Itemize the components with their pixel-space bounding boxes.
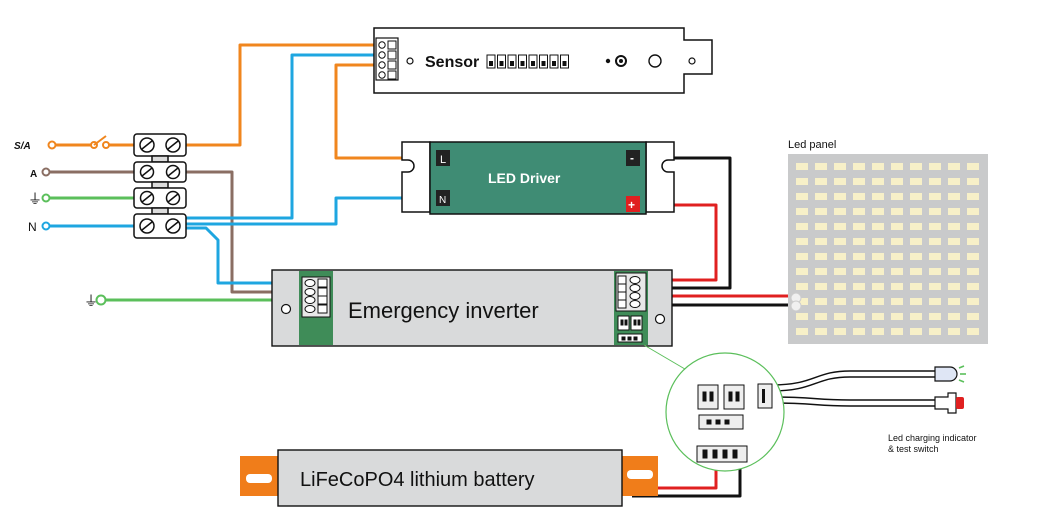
battery-slot-right <box>627 470 653 479</box>
inverter-mount-hole <box>280 303 292 315</box>
wire-driver-pos <box>632 203 718 282</box>
indicator-led-icon <box>934 366 958 382</box>
sensor-button-icon[interactable] <box>648 54 662 68</box>
indicator-cables <box>771 370 935 407</box>
inverter-body <box>271 269 673 347</box>
charging-indicator <box>934 365 966 383</box>
led-panel-body <box>788 154 988 344</box>
connector-detail-zoom <box>665 352 785 472</box>
wire-sensor-to-driver-live <box>334 63 434 160</box>
earth-inverter-dot <box>95 294 107 306</box>
driver-terminal-pos <box>626 196 640 212</box>
sa-terminal-dot <box>47 140 57 150</box>
driver-mount-right <box>645 141 675 213</box>
driver-label: LED Driver <box>488 170 561 186</box>
indicator-label-line2: & test switch <box>888 444 939 454</box>
terminal-block <box>133 133 187 239</box>
led-glow-icon <box>958 365 966 383</box>
inverter-label: Emergency inverter <box>348 298 539 323</box>
driver-terminal-pos-label: + <box>628 198 635 212</box>
n-label: N <box>28 220 37 234</box>
sensor-indicator-dot <box>605 58 611 64</box>
wire-live-to-sensor <box>186 43 380 147</box>
led-panel: Led panel <box>788 139 988 344</box>
wires <box>48 43 935 498</box>
led-driver: L N - + LED Driver <box>401 141 675 215</box>
wire-neutral-to-driver <box>186 196 434 226</box>
inverter-mount-hole-right <box>654 313 666 325</box>
battery-body <box>277 449 623 507</box>
sensor-module: Sensor <box>373 27 713 94</box>
battery-label: LiFeCoPO4 lithium battery <box>300 469 535 491</box>
driver-terminal-l-label: L <box>440 154 446 166</box>
input-labels: S/A A ⏚ N ⏚ <box>14 140 107 309</box>
driver-terminal-l <box>436 150 450 166</box>
led-dot-grid <box>796 163 979 335</box>
driver-terminal-n <box>436 190 450 206</box>
test-switch-body-icon <box>934 392 957 414</box>
wire-neutral-to-sensor <box>186 53 380 220</box>
a-terminal-dot <box>41 167 51 177</box>
battery-pack: LiFeCoPO4 lithium battery <box>240 449 658 507</box>
a-label: A <box>30 169 37 180</box>
indicator-label-line1: Led charging indicator <box>888 433 977 443</box>
inverter-output-terminals <box>615 272 647 312</box>
zoom-leader-line <box>643 344 691 373</box>
led-panel-label: Led panel <box>788 139 836 151</box>
driver-terminal-neg <box>626 150 640 166</box>
sensor-dip-switches[interactable] <box>486 54 569 69</box>
wire-battery-black <box>632 462 742 498</box>
n-terminal-dot <box>41 221 51 231</box>
sa-label: S/A <box>14 141 31 152</box>
sensor-led-dot <box>406 57 414 65</box>
earth-inverter-label: ⏚ <box>84 293 98 309</box>
driver-terminal-neg-label: - <box>630 151 634 165</box>
driver-body <box>429 141 647 215</box>
wire-a-to-inverter <box>186 170 304 294</box>
battery-slot-left <box>246 474 272 483</box>
sensor-label: Sensor <box>425 54 479 71</box>
earth-label: ⏚ <box>28 191 42 207</box>
inverter-input-terminals <box>301 276 331 318</box>
test-switch-button-icon <box>956 397 964 409</box>
sa-switch[interactable] <box>90 135 110 149</box>
driver-mount-left <box>401 141 431 213</box>
sensor-mount-hole <box>688 57 696 65</box>
wire-neutral-to-inverter <box>186 226 304 285</box>
test-switch[interactable] <box>934 392 964 414</box>
wire-driver-neg <box>632 156 732 290</box>
emergency-inverter: Emergency inverter <box>271 269 673 347</box>
inverter-battery-connector <box>617 315 643 343</box>
earth-terminal-dot <box>41 193 51 203</box>
driver-terminal-n-label: N <box>439 195 446 206</box>
